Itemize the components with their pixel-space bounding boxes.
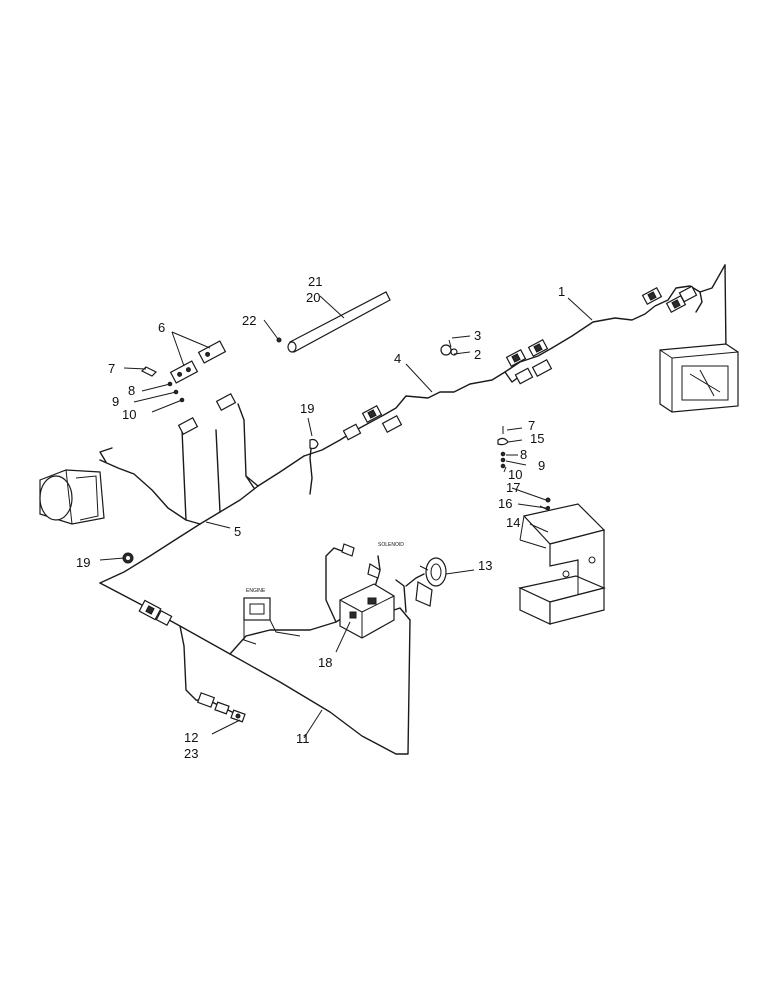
callout-12: 12 bbox=[184, 730, 198, 745]
callout-11: 11 bbox=[296, 731, 310, 746]
horn bbox=[415, 557, 447, 607]
callout-8-right: 8 bbox=[520, 447, 527, 462]
callout-7-right: 7 bbox=[528, 418, 535, 433]
engine-sender: ENGINE bbox=[243, 588, 301, 645]
callout-3: 3 bbox=[474, 328, 481, 343]
callout-7-left: 7 bbox=[108, 361, 115, 376]
callout-19-left: 19 bbox=[76, 555, 90, 570]
callout-1: 1 bbox=[558, 284, 565, 299]
callout-4: 4 bbox=[394, 351, 401, 366]
callout-13: 13 bbox=[478, 558, 492, 573]
mounting-bracket bbox=[518, 497, 606, 625]
hardware-right bbox=[497, 426, 509, 469]
callout-10-right: 10 bbox=[508, 467, 522, 482]
callout-18: 18 bbox=[318, 655, 332, 670]
main-harness bbox=[99, 264, 727, 755]
callout-16: 16 bbox=[498, 496, 512, 511]
callout-5: 5 bbox=[234, 524, 241, 539]
callout-17: 17 bbox=[506, 480, 520, 495]
callout-2: 2 bbox=[474, 347, 481, 362]
callout-9-right: 9 bbox=[538, 458, 545, 473]
callout-21: 21 bbox=[308, 274, 322, 289]
connectors bbox=[138, 285, 698, 723]
callout-22: 22 bbox=[242, 313, 256, 328]
grommet-19-top bbox=[309, 438, 319, 450]
rod-part bbox=[276, 291, 391, 353]
callout-15: 15 bbox=[530, 431, 544, 446]
callout-8-left: 8 bbox=[128, 383, 135, 398]
grommet-19-left bbox=[122, 552, 134, 564]
callout-numbers: 1 2 3 4 5 6 7 8 9 10 11 12 13 14 15 16 1… bbox=[76, 274, 565, 761]
solenoid-assembly: SOLENOID bbox=[339, 542, 404, 639]
nut-and-screw-2-3 bbox=[440, 339, 458, 356]
leader-lines bbox=[99, 295, 593, 739]
solenoid-label: SOLENOID bbox=[378, 542, 404, 548]
callout-19-top: 19 bbox=[300, 401, 314, 416]
engine-label: ENGINE bbox=[246, 588, 266, 594]
callout-20: 20 bbox=[306, 290, 320, 305]
tail-light bbox=[659, 343, 739, 413]
work-lamp bbox=[39, 469, 105, 525]
callout-9-left: 9 bbox=[112, 394, 119, 409]
callout-23: 23 bbox=[184, 746, 198, 761]
callout-10-left: 10 bbox=[122, 407, 136, 422]
callout-14: 14 bbox=[506, 515, 520, 530]
callout-6: 6 bbox=[158, 320, 165, 335]
